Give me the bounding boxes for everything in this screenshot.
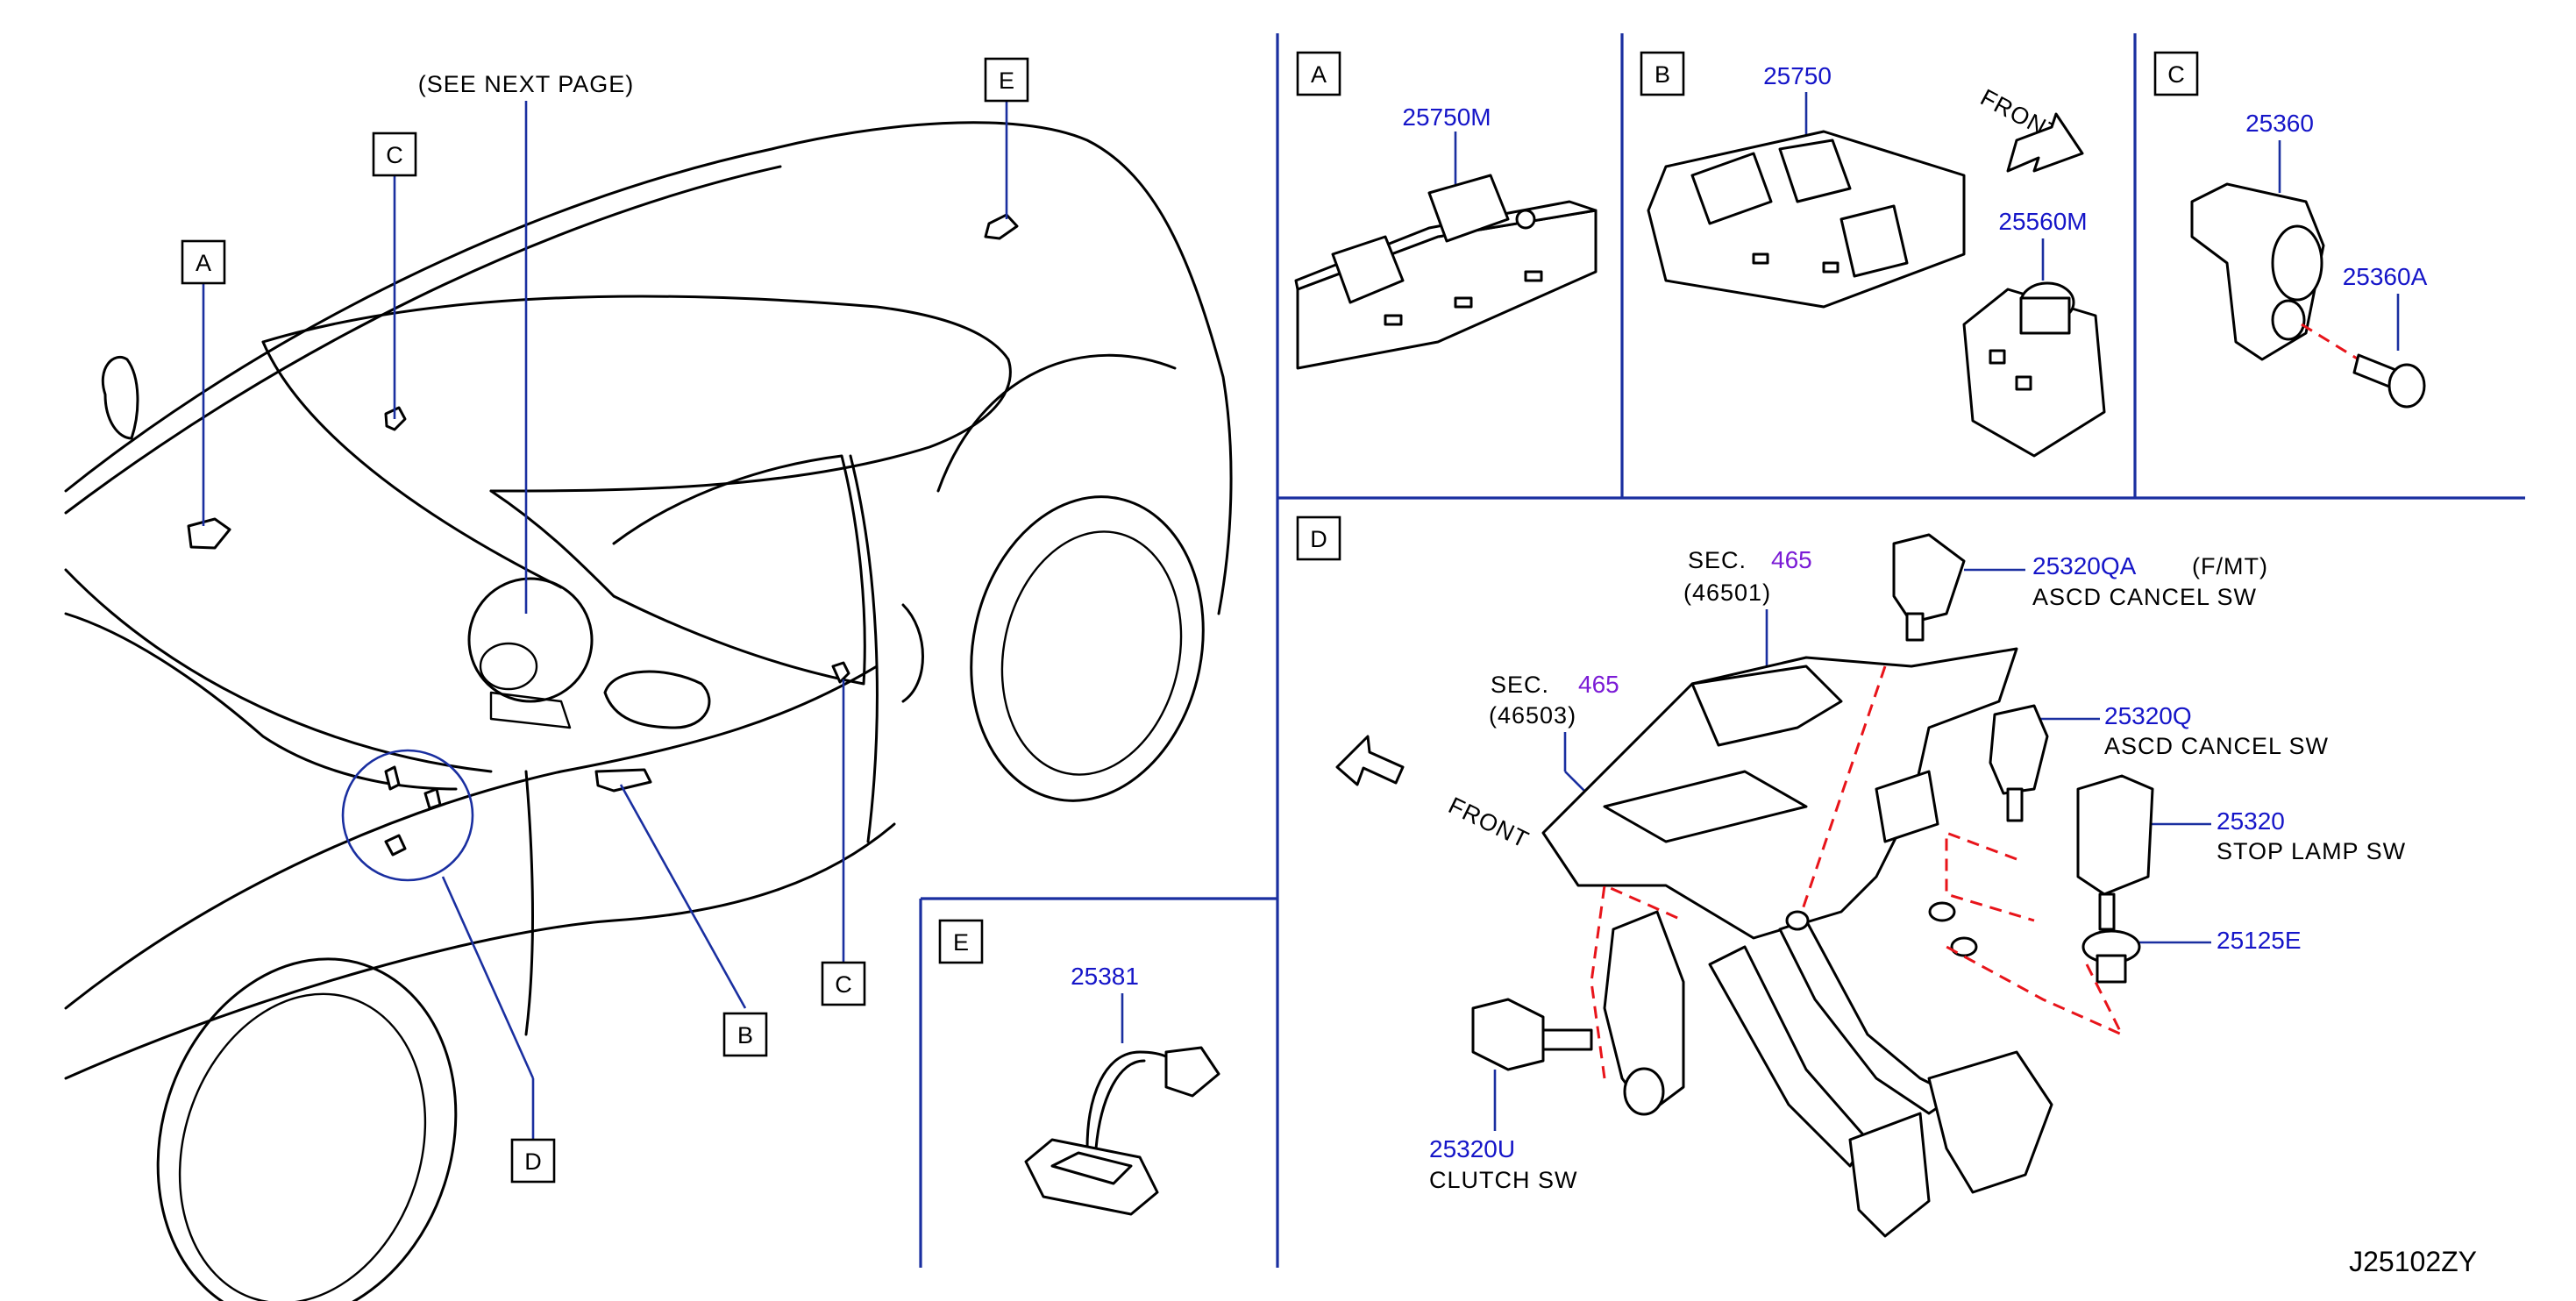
window-switch-25750m: [1294, 174, 1598, 370]
panel-d: D SEC. 465 (46501) SEC. 465 (46503) FRON…: [1296, 515, 2406, 1238]
panel-c-letter-box: [2153, 51, 2199, 96]
switch-25320: [2076, 774, 2154, 931]
pedal-area-circle: [341, 749, 474, 882]
part-25320u-desc: CLUTCH SW: [1429, 1167, 1578, 1193]
panel-a-letter: A: [1311, 61, 1327, 88]
part-25320-label[interactable]: 25320: [2217, 807, 2285, 835]
part-25320u-label[interactable]: 25320U: [1429, 1135, 1515, 1162]
panel-b-letter: B: [1654, 61, 1670, 88]
part-25125e-label[interactable]: 25125E: [2217, 927, 2302, 954]
panel-d-letter-box: [1296, 515, 1341, 561]
callout-c-door[interactable]: C: [821, 961, 866, 1006]
panel-e-letter: E: [953, 929, 969, 956]
sec-46501-number[interactable]: 465: [1771, 546, 1812, 573]
panel-c-letter: C: [2167, 61, 2185, 88]
panel-c: C 25360 25360A: [2153, 51, 2428, 409]
svg-text:B: B: [737, 1022, 753, 1049]
overview-leaders: [202, 101, 1008, 1140]
switch-25381: [1024, 1046, 1220, 1216]
callout-e[interactable]: E: [984, 57, 1029, 103]
callout-c-top[interactable]: C: [372, 132, 417, 177]
sec-46501-ref: (46501): [1683, 579, 1771, 606]
switch-25320qa: [1892, 533, 1966, 642]
panel-b: B 25750 25560M FRONT: [1640, 51, 2106, 458]
panel-frames: [919, 33, 2525, 1268]
callout-b[interactable]: B: [722, 1012, 768, 1057]
see-next-page-note: (SEE NEXT PAGE): [418, 71, 635, 97]
pedal-bracket-assembly: [1541, 647, 2053, 1238]
screw-25360a: [2352, 353, 2426, 409]
panel-a: A 25750M: [1294, 51, 1598, 370]
front-arrow-b: [2006, 112, 2084, 173]
door-switch-25360: [2190, 182, 2325, 361]
car-overview: [64, 121, 1233, 1301]
mirror-switch-25560m: [1962, 281, 2106, 458]
switch-25320q: [1989, 704, 2049, 822]
diagram-code: J25102ZY: [2349, 1246, 2477, 1277]
callout-d[interactable]: D: [510, 1138, 556, 1184]
front-label-d: FRONT: [1444, 792, 1533, 853]
switch-b-marker: [594, 768, 652, 793]
part-25360a-label[interactable]: 25360A: [2343, 263, 2428, 290]
window-switch-25750: [1647, 130, 1966, 309]
window-switch-marker: [187, 517, 231, 550]
svg-text:C: C: [835, 971, 852, 998]
callout-a[interactable]: A: [181, 239, 226, 285]
part-25320qa-label[interactable]: 25320QA: [2032, 552, 2137, 579]
svg-text:D: D: [524, 1148, 542, 1175]
part-25320-desc: STOP LAMP SW: [2217, 838, 2406, 864]
sec-46503-number[interactable]: 465: [1578, 671, 1619, 698]
svg-text:E: E: [999, 68, 1014, 94]
part-25360-label[interactable]: 25360: [2245, 110, 2314, 137]
part-25560m-label[interactable]: 25560M: [1998, 208, 2087, 235]
part-25381-label[interactable]: 25381: [1071, 963, 1139, 990]
part-25750m-label[interactable]: 25750M: [1402, 103, 1491, 131]
panel-d-letter: D: [1310, 526, 1327, 552]
part-25320qa-note: (F/MT): [2192, 553, 2268, 579]
svg-text:A: A: [196, 250, 211, 276]
part-25750-label[interactable]: 25750: [1763, 62, 1832, 89]
panel-e-letter-box: [938, 919, 984, 964]
sec-46501-prefix: SEC.: [1688, 547, 1747, 573]
panel-e: E 25381: [938, 919, 1220, 1216]
part-25320q-desc: ASCD CANCEL SW: [2104, 733, 2329, 759]
front-arrow-d: [1335, 735, 1405, 786]
grommet-25125e: [2081, 929, 2141, 984]
part-25320qa-desc: ASCD CANCEL SW: [2032, 584, 2257, 610]
panel-a-letter-box: [1296, 51, 1341, 96]
sec-46503-ref: (46503): [1489, 702, 1576, 729]
part-25320q-label[interactable]: 25320Q: [2104, 702, 2192, 729]
panel-b-letter-box: [1640, 51, 1685, 96]
svg-text:C: C: [386, 142, 403, 168]
sec-46503-prefix: SEC.: [1491, 672, 1549, 698]
switch-25320u: [1471, 998, 1593, 1071]
